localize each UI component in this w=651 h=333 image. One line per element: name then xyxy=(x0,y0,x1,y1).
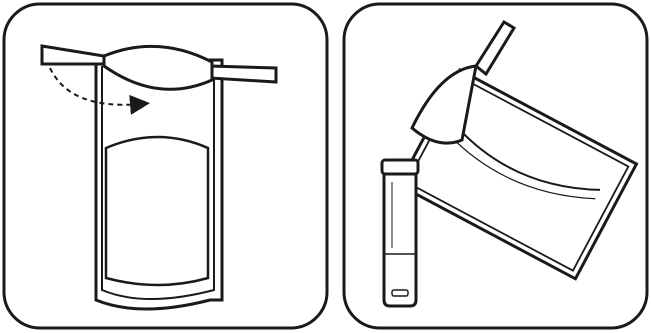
liquid xyxy=(106,137,208,285)
vial-icon xyxy=(382,160,418,306)
panel-step-1 xyxy=(4,4,327,328)
panel-step-2 xyxy=(344,4,647,328)
top-strip-right xyxy=(210,66,276,82)
vial-label xyxy=(392,290,408,296)
vial-cap xyxy=(382,160,418,174)
vial-body xyxy=(384,174,416,306)
